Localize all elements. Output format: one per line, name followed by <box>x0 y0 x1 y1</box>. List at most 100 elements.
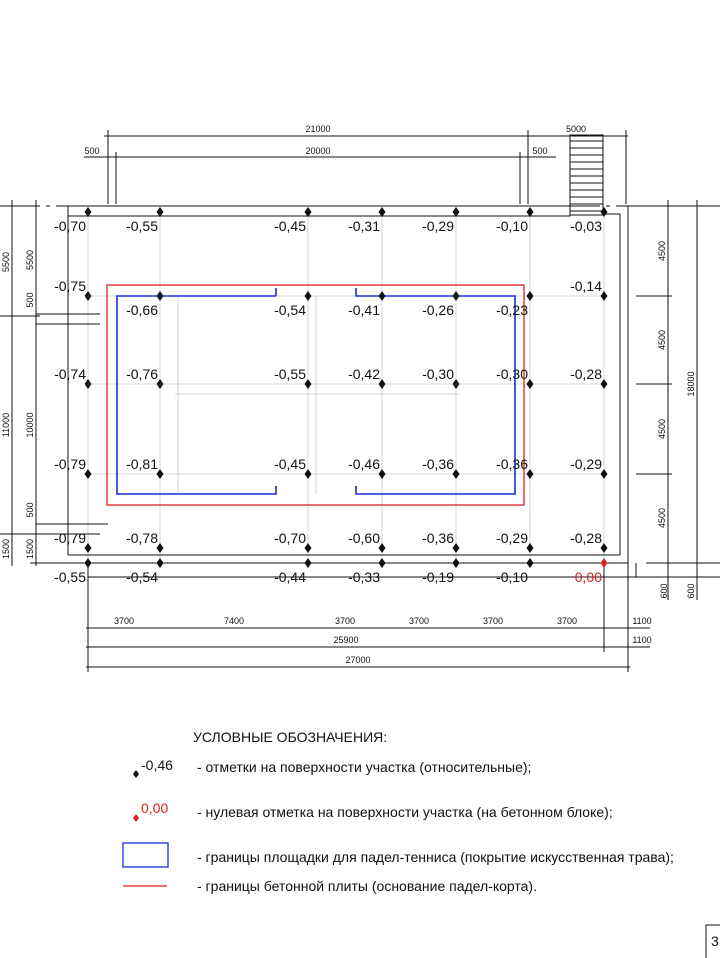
level-marker-icon <box>156 543 164 553</box>
level-label: -0,55 <box>274 366 306 382</box>
level-marker-icon <box>156 291 164 301</box>
level-marker-icon <box>600 469 608 479</box>
level-marker-icon <box>304 543 312 553</box>
level-label: -0,26 <box>422 302 454 318</box>
level-marker-icon <box>304 379 312 389</box>
level-label: -0,74 <box>54 366 86 382</box>
level-label: -0,41 <box>348 302 380 318</box>
dim-20000: 20000 <box>305 146 330 156</box>
level-label: -0,45 <box>274 456 306 472</box>
level-marker-icon <box>600 379 608 389</box>
dim-500-right: 500 <box>532 146 547 156</box>
zero-level-marker-icon <box>600 558 608 568</box>
level-marker-icon <box>526 558 534 568</box>
level-label: -0,66 <box>126 302 158 318</box>
dim-left-inner-2: 10000 <box>25 412 35 437</box>
legend-sample-0: -0,46 <box>141 757 173 773</box>
level-marker-icon <box>526 469 534 479</box>
level-label: -0,29 <box>570 456 602 472</box>
grid-lines <box>87 212 605 563</box>
level-marker-icon <box>452 291 460 301</box>
bottom-dimensions: 3700 7400 3700 3700 3700 3700 1100 25900… <box>86 563 652 672</box>
level-marker-icon <box>378 469 386 479</box>
level-markers: -0,70 -0,55 -0,45 -0,31 -0,29 -0,10 -0,03 -0,75… <box>54 207 608 585</box>
level-label: 0,00 <box>575 569 602 585</box>
dim-bottom-1: 7400 <box>224 616 244 626</box>
dim-5000: 5000 <box>566 124 586 134</box>
level-label: -0,44 <box>274 569 306 585</box>
legend-marker-black-icon <box>133 770 139 778</box>
level-label: -0,76 <box>126 366 158 382</box>
level-label: -0,36 <box>422 456 454 472</box>
level-marker-icon <box>378 291 386 301</box>
level-label: -0,75 <box>54 278 86 294</box>
level-label: -0,60 <box>348 530 380 546</box>
level-marker-icon <box>378 558 386 568</box>
sheet-number-box <box>705 924 720 958</box>
dim-right-bottom-1: 600 <box>686 583 696 598</box>
dim-left-inner-3: 500 <box>25 502 35 517</box>
level-label: -0,78 <box>126 530 158 546</box>
level-label: -0,19 <box>422 569 454 585</box>
level-label: -0,55 <box>54 569 86 585</box>
legend-marker-red-icon <box>133 814 139 822</box>
level-marker-icon <box>452 469 460 479</box>
level-label: -0,28 <box>570 530 602 546</box>
level-marker-icon <box>452 207 460 217</box>
level-marker-icon <box>304 291 312 301</box>
dim-bottom-0: 3700 <box>114 616 134 626</box>
dim-bottom-3: 3700 <box>409 616 429 626</box>
level-marker-icon <box>84 543 92 553</box>
level-label: -0,23 <box>496 302 528 318</box>
level-label: -0,29 <box>422 218 454 234</box>
level-label: -0,54 <box>126 569 158 585</box>
level-label: -0,14 <box>570 278 602 294</box>
level-marker-icon <box>156 469 164 479</box>
level-marker-icon <box>452 543 460 553</box>
level-marker-icon <box>378 379 386 389</box>
level-label: -0,70 <box>54 218 86 234</box>
legend-text-3: - границы бетонной плиты (основание паде… <box>197 878 537 894</box>
level-label: -0,33 <box>348 569 380 585</box>
level-label: -0,31 <box>348 218 380 234</box>
sheet-number: 3 <box>711 933 719 949</box>
level-label: -0,42 <box>348 366 380 382</box>
level-marker-icon <box>84 469 92 479</box>
level-label: -0,79 <box>54 456 86 472</box>
level-label: -0,36 <box>496 456 528 472</box>
level-marker-icon <box>84 291 92 301</box>
dim-bottom-4: 3700 <box>483 616 503 626</box>
level-marker-icon <box>526 207 534 217</box>
level-marker-icon <box>84 379 92 389</box>
level-marker-icon <box>600 207 608 217</box>
level-label: -0,28 <box>570 366 602 382</box>
concrete-slab-boundary <box>106 284 525 506</box>
dim-left-inner-0: 5500 <box>25 250 35 270</box>
level-marker-icon <box>156 558 164 568</box>
dim-right-2: 4500 <box>657 419 667 439</box>
level-label: -0,36 <box>422 530 454 546</box>
level-label: -0,81 <box>126 456 158 472</box>
level-marker-icon <box>156 207 164 217</box>
dim-left-inner-1: 500 <box>25 292 35 307</box>
dim-bottom-6: 1100 <box>632 616 651 626</box>
level-label: -0,54 <box>274 302 306 318</box>
level-label: -0,46 <box>348 456 380 472</box>
top-dimensions: 21000 5000 500 20000 500 <box>84 124 628 204</box>
dim-500-left: 500 <box>84 146 99 156</box>
site-boundary <box>0 205 720 578</box>
level-marker-icon <box>84 207 92 217</box>
level-label: -0,30 <box>422 366 454 382</box>
dim-left-outer-2: 1500 <box>1 539 11 559</box>
dim-21000: 21000 <box>305 124 330 134</box>
legend-text-0: - отметки на поверхности участка (относи… <box>197 759 531 775</box>
level-label: -0,03 <box>570 218 602 234</box>
stairs <box>569 134 604 216</box>
dim-right-0: 4500 <box>657 241 667 261</box>
level-marker-icon <box>304 558 312 568</box>
right-dimensions: 4500 4500 4500 4500 18000 600 600 <box>636 200 720 600</box>
level-label: -0,55 <box>126 218 158 234</box>
dim-bottom-total: 27000 <box>345 655 370 665</box>
level-label: -0,70 <box>274 530 306 546</box>
level-label: -0,10 <box>496 569 528 585</box>
